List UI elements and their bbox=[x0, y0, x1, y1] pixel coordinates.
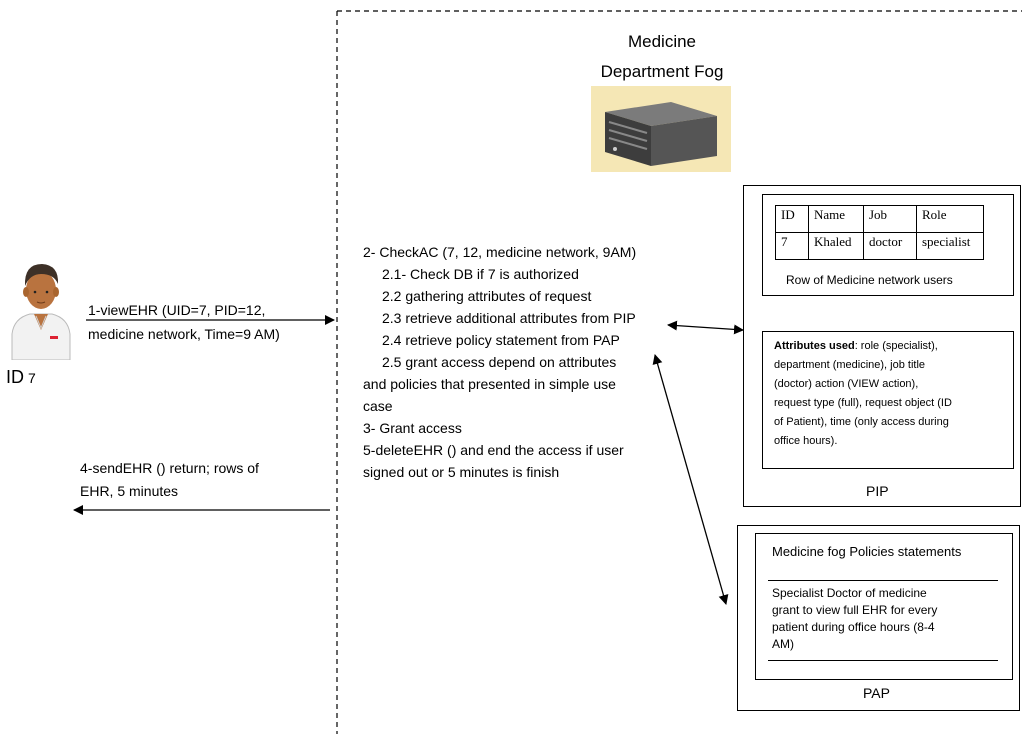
pap-heading: Medicine fog Policies statements bbox=[772, 544, 962, 559]
table-header-name: Name bbox=[808, 205, 864, 233]
table-row: ID Name Job Role bbox=[775, 205, 984, 233]
table-cell-role: specialist bbox=[916, 232, 984, 260]
pap-divider-bottom bbox=[768, 660, 998, 661]
table-cell-id: 7 bbox=[775, 232, 809, 260]
pip-arrow bbox=[667, 320, 744, 335]
send-ehr-line2: EHR, 5 minutes bbox=[80, 483, 179, 499]
pip-attributes-line6: office hours). bbox=[774, 435, 838, 447]
step-2-5-cont1: and policies that presented in simple us… bbox=[363, 376, 616, 392]
pip-users-table-wrap: ID Name Job Role 7 Khaled doctor special… bbox=[775, 205, 984, 260]
pip-attributes-line1: Attributes used: role (specialist), bbox=[774, 337, 1010, 356]
doctor-id-number: 7 bbox=[28, 370, 36, 386]
fog-title-line1: Medicine bbox=[627, 32, 697, 51]
pip-attributes-box bbox=[762, 331, 1014, 469]
server-image bbox=[591, 86, 731, 172]
pap-label: PAP bbox=[863, 685, 890, 701]
pap-policy-line3: patient during office hours (8-4 bbox=[772, 620, 935, 634]
pip-users-table: ID Name Job Role 7 Khaled doctor special… bbox=[775, 205, 984, 260]
pip-attributes-line3: (doctor) action (VIEW action), bbox=[774, 378, 919, 390]
table-cell-job: doctor bbox=[863, 232, 917, 260]
send-ehr-line1: 4-sendEHR () return; rows of bbox=[80, 460, 259, 476]
step-2-5: 2.5 grant access depend on attributes bbox=[382, 354, 617, 370]
view-ehr-line1: 1-viewEHR (UID=7, PID=12, bbox=[88, 302, 266, 318]
server-icon bbox=[591, 86, 731, 172]
pap-arrow bbox=[652, 354, 729, 605]
fog-title-line2: Department Fog bbox=[600, 62, 724, 81]
table-cell-name: Khaled bbox=[808, 232, 864, 260]
step-2-4: 2.4 retrieve policy statement from PAP bbox=[382, 332, 620, 348]
pip-label: PIP bbox=[866, 483, 889, 499]
pip-attributes-line1-text: : role (specialist), bbox=[854, 340, 938, 352]
pap-policy-line4: AM) bbox=[772, 637, 794, 651]
table-header-id: ID bbox=[775, 205, 809, 233]
view-ehr-line2: medicine network, Time=9 AM) bbox=[88, 326, 280, 342]
table-header-role: Role bbox=[916, 205, 984, 233]
doctor-id-prefix: ID bbox=[6, 367, 24, 387]
step-3: 3- Grant access bbox=[363, 420, 462, 436]
step-2-5-cont2: case bbox=[363, 398, 393, 414]
step-5-cont: signed out or 5 minutes is finish bbox=[363, 464, 560, 480]
pip-attributes-text: Attributes used: role (specialist), depa… bbox=[774, 337, 1010, 451]
step-2: 2- CheckAC (7, 12, medicine network, 9AM… bbox=[363, 244, 637, 260]
pip-attributes-heading: Attributes used bbox=[774, 340, 855, 352]
pap-policy-line2: grant to view full EHR for every bbox=[772, 603, 938, 617]
pip-users-caption: Row of Medicine network users bbox=[786, 273, 953, 287]
pap-policy-line1: Specialist Doctor of medicine bbox=[772, 586, 927, 600]
step-2-2: 2.2 gathering attributes of request bbox=[382, 288, 592, 304]
step-2-3: 2.3 retrieve additional attributes from … bbox=[382, 310, 636, 326]
pip-attributes-line2: department (medicine), job title bbox=[774, 359, 926, 371]
table-row: 7 Khaled doctor specialist bbox=[775, 232, 984, 260]
pip-attributes-line5: of Patient), time (only access during bbox=[774, 416, 949, 428]
pap-inner-box bbox=[755, 533, 1013, 680]
step-5: 5-deleteEHR () and end the access if use… bbox=[363, 442, 624, 458]
doctor-icon bbox=[11, 264, 71, 361]
steps-list: 2- CheckAC (7, 12, medicine network, 9AM… bbox=[363, 242, 636, 484]
pap-divider-top bbox=[768, 580, 998, 581]
table-header-job: Job bbox=[863, 205, 917, 233]
doctor-actor bbox=[8, 252, 74, 361]
pap-policy-text: Specialist Doctor of medicine grant to v… bbox=[772, 585, 937, 653]
step-2-1: 2.1- Check DB if 7 is authorized bbox=[382, 266, 579, 282]
pip-attributes-line4: request type (full), request object (ID bbox=[774, 397, 952, 409]
